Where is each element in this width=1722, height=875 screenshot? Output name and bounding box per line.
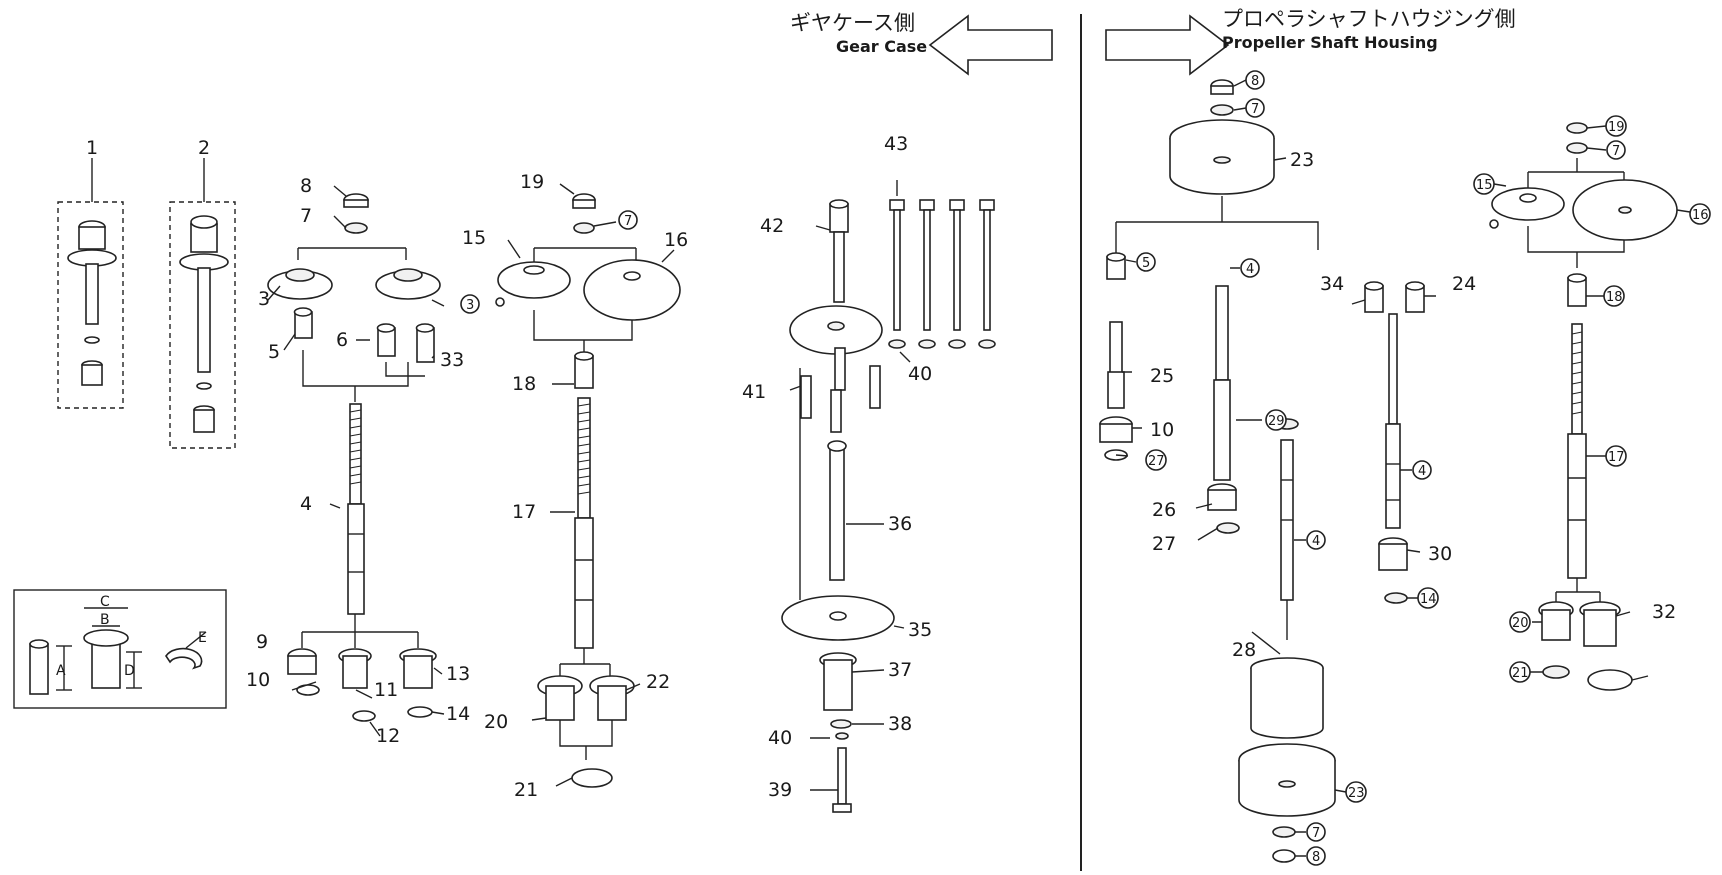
callout-33: 33: [440, 349, 464, 371]
assembly-group-d: [1099, 79, 1336, 863]
prop-housing-en-label: Propeller Shaft Housing: [1222, 33, 1438, 52]
gear-case-jp-label: ギヤケース側: [790, 11, 915, 35]
callout-40-bottom: 40: [768, 727, 792, 749]
callout-30: 30: [1428, 543, 1452, 565]
callout-15: 15: [462, 227, 486, 249]
callout-21: 21: [514, 779, 538, 801]
callout-16-circled: 16: [1692, 208, 1709, 223]
callout-20-circled: 20: [1512, 616, 1529, 631]
callout-21-circled: 21: [1512, 666, 1529, 681]
tool-2: [169, 158, 236, 449]
callout-35: 35: [908, 619, 932, 641]
callout-22: 22: [646, 671, 670, 693]
gear-case-header: ギヤケース側 Gear Case: [790, 11, 1053, 76]
callout-14: 14: [446, 703, 470, 725]
callout-37: 37: [888, 659, 912, 681]
callout-12: 12: [376, 725, 400, 747]
callout-36: 36: [888, 513, 912, 535]
callout-29: 34: [1320, 273, 1344, 295]
dim-c-label: C: [100, 594, 110, 610]
callout-13: 13: [446, 663, 470, 685]
propeller-housing-header: プロペラシャフトハウジング側 Propeller Shaft Housing: [1105, 7, 1516, 76]
callout-11: 11: [374, 679, 398, 701]
callout-4-circled-b: 4: [1312, 534, 1320, 549]
callout-41: 41: [742, 381, 766, 403]
callout-23-circled: 23: [1348, 786, 1365, 801]
callout-8-circled-top: 8: [1251, 74, 1259, 89]
assembly-group-e: [1364, 281, 1425, 604]
callout-14-circled: 14: [1420, 592, 1437, 607]
callout-19-circled: 19: [1608, 120, 1625, 135]
callout-7-circled: 7: [624, 214, 632, 229]
callout-43: 43: [884, 133, 908, 155]
callout-15-circled: 15: [1476, 178, 1493, 193]
callout-1: 1: [86, 137, 98, 159]
callout-7-circled-bottom: 7: [1312, 826, 1320, 841]
callout-42: 42: [760, 215, 784, 237]
callout-5: 5: [268, 341, 280, 363]
callout-4: 4: [300, 493, 312, 515]
callout-28: 28: [1232, 639, 1256, 661]
callout-27-b: 27: [1152, 533, 1176, 555]
callout-6: 6: [336, 329, 348, 351]
callout-16: 16: [664, 229, 688, 251]
gear-case-en-label: Gear Case: [836, 37, 927, 56]
callout-7-circled-right: 7: [1612, 144, 1620, 159]
callout-4-circled-a: 4: [1246, 262, 1254, 277]
tool-1: [57, 158, 124, 409]
callout-39: 39: [768, 779, 792, 801]
callout-31: 32: [1652, 601, 1676, 623]
callout-40-top: 40: [908, 363, 932, 385]
dim-d-label: D: [124, 663, 135, 679]
callout-4-circled-c: 4: [1418, 464, 1426, 479]
callout-2: 2: [198, 137, 210, 159]
callout-9: 9: [256, 631, 268, 653]
leader-lines: [267, 79, 1691, 857]
callout-3: 3: [258, 288, 270, 310]
callout-27-circled: 29: [1268, 414, 1285, 429]
callout-5-circled: 5: [1142, 256, 1150, 271]
dimension-legend: A B C D E: [13, 589, 227, 709]
circled-callouts: 3 7 8 7 5 4 27 29 4 4 14 23 7 8 19 7 15 …: [460, 70, 1711, 866]
callout-19: 19: [520, 171, 544, 193]
prop-housing-jp-label: プロペラシャフトハウジング側: [1222, 7, 1516, 31]
callout-10-circled: 27: [1148, 454, 1165, 469]
callout-8: 8: [300, 175, 312, 197]
callout-38: 38: [888, 713, 912, 735]
callout-24: 25: [1150, 365, 1174, 387]
assembly-group-a: [267, 193, 441, 722]
right-arrow-icon: [1105, 14, 1230, 76]
assembly-group-f: [1489, 122, 1678, 691]
dim-b-label: B: [100, 612, 110, 628]
callout-34: 24: [1452, 273, 1476, 295]
callout-8-circled-bottom: 8: [1312, 850, 1320, 865]
dim-e-label: E: [198, 630, 207, 646]
callout-10: 10: [246, 669, 270, 691]
assembly-group-b: [495, 193, 681, 788]
callout-20: 20: [484, 711, 508, 733]
callout-25: 10: [1150, 419, 1174, 441]
callout-3-circled: 3: [466, 298, 474, 313]
callout-23-top: 23: [1290, 149, 1314, 171]
callout-18-circled: 18: [1606, 290, 1623, 305]
callout-17-circled: 17: [1608, 450, 1625, 465]
callout-7-circled-top: 7: [1251, 102, 1259, 117]
part-callouts: 1 2 8 7 3 5 6 33 4 9 10 11 12 13 14 19 1…: [86, 133, 1676, 801]
callout-26: 26: [1152, 499, 1176, 521]
callout-17: 17: [512, 501, 536, 523]
left-arrow-icon: [928, 14, 1053, 76]
callout-18: 18: [512, 373, 536, 395]
callout-7: 7: [300, 205, 312, 227]
dim-a-label: A: [56, 663, 66, 679]
assembly-group-c: [781, 199, 996, 813]
